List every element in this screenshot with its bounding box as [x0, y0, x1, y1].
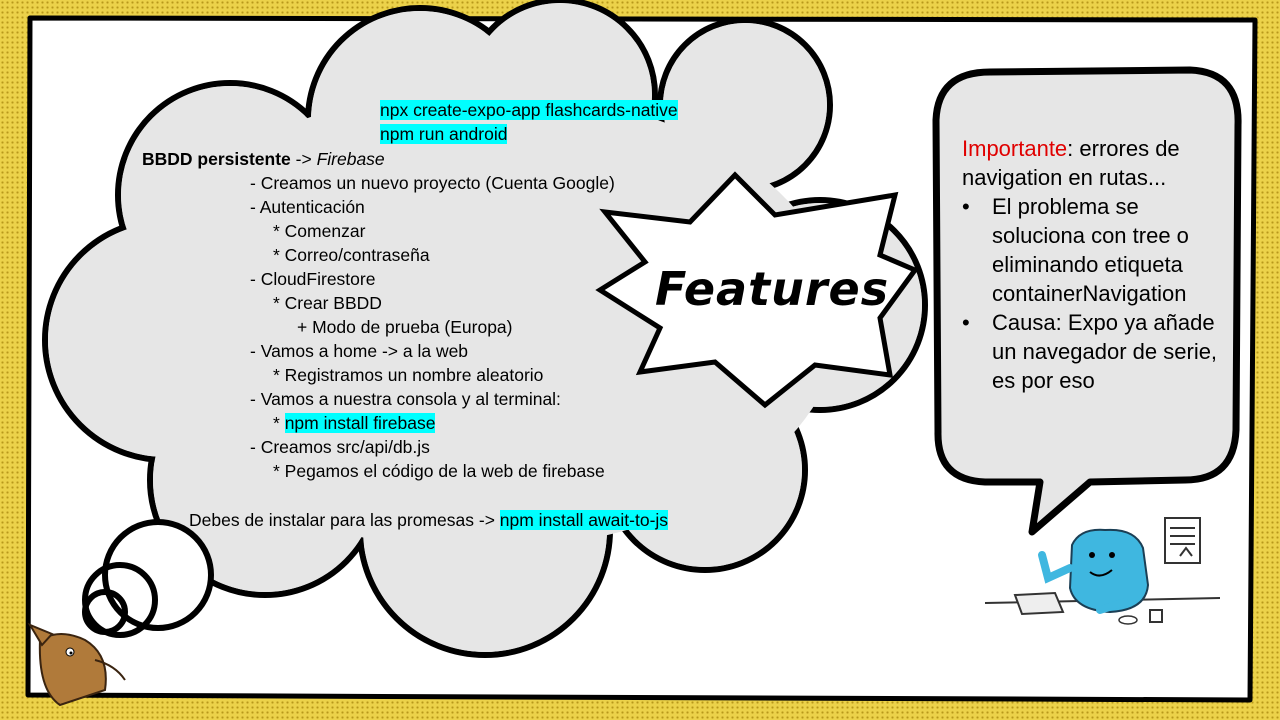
speech-bubble — [932, 66, 1242, 536]
step-line: * npm install firebase — [273, 412, 436, 434]
side-note-bullet: • El problema se soluciona con tree o eli… — [962, 192, 1224, 308]
thought-trail-large — [102, 519, 214, 631]
bullet-text: El problema se soluciona con tree o elim… — [992, 194, 1189, 306]
bullet-glyph: • — [962, 194, 970, 219]
bullet-glyph: • — [962, 310, 970, 335]
firebase-install-command: npm install firebase — [284, 413, 436, 433]
step-line: * Registramos un nombre aleatorio — [273, 365, 544, 385]
step-line: - Vamos a home -> a la web — [250, 341, 469, 361]
install-line: npm run android — [380, 123, 508, 145]
step-line: - Vamos a nuestra consola y al terminal: — [250, 389, 561, 409]
coyote-illustration — [27, 622, 126, 707]
heading-bold: BBDD persistente — [142, 149, 291, 169]
features-starburst — [595, 171, 919, 409]
promises-note-text: Debes de instalar para las promesas -> — [189, 510, 500, 530]
install-command: npx create-expo-app flashcards-native — [380, 100, 678, 120]
step-line: * Correo/contraseña — [273, 245, 430, 265]
step-line: + Modo de prueba (Europa) — [297, 317, 513, 337]
step-line: - Creamos un nuevo proyecto (Cuenta Goog… — [250, 173, 615, 193]
features-label: Features — [655, 262, 890, 316]
side-note: Importante: errores de navigation en rut… — [962, 134, 1224, 395]
run-command: npm run android — [380, 124, 508, 144]
heading-arrow: -> — [290, 149, 317, 169]
step-line: - Creamos src/api/db.js — [250, 437, 430, 457]
step-prefix: * — [273, 413, 285, 433]
monster-illustration — [984, 517, 1221, 625]
bullet-text: Causa: Expo ya añade un navegador de ser… — [992, 310, 1218, 393]
intro-rest: : errores de navigation en rutas... — [962, 136, 1180, 190]
important-word: Importante — [962, 136, 1068, 161]
step-line: * Comenzar — [273, 221, 366, 241]
promises-note: Debes de instalar para las promesas -> n… — [189, 509, 669, 531]
step-line: * Pegamos el código de la web de firebas… — [273, 461, 605, 481]
thought-trail-medium — [82, 562, 158, 638]
side-note-intro: Importante: errores de navigation en rut… — [962, 134, 1224, 192]
heading-italic: Firebase — [316, 149, 385, 169]
thought-trail-small — [82, 589, 128, 635]
step-line: * Crear BBDD — [273, 293, 382, 313]
step-line: - Autenticación — [250, 197, 365, 217]
side-note-list: • El problema se soluciona con tree o eli… — [962, 192, 1224, 395]
step-line: - CloudFirestore — [250, 269, 376, 289]
side-note-bullet: • Causa: Expo ya añade un navegador de se… — [962, 308, 1224, 395]
section-heading: BBDD persistente -> Firebase — [142, 148, 385, 170]
install-line: npx create-expo-app flashcards-native — [380, 99, 678, 121]
await-to-js-command: npm install await-to-js — [499, 510, 669, 530]
